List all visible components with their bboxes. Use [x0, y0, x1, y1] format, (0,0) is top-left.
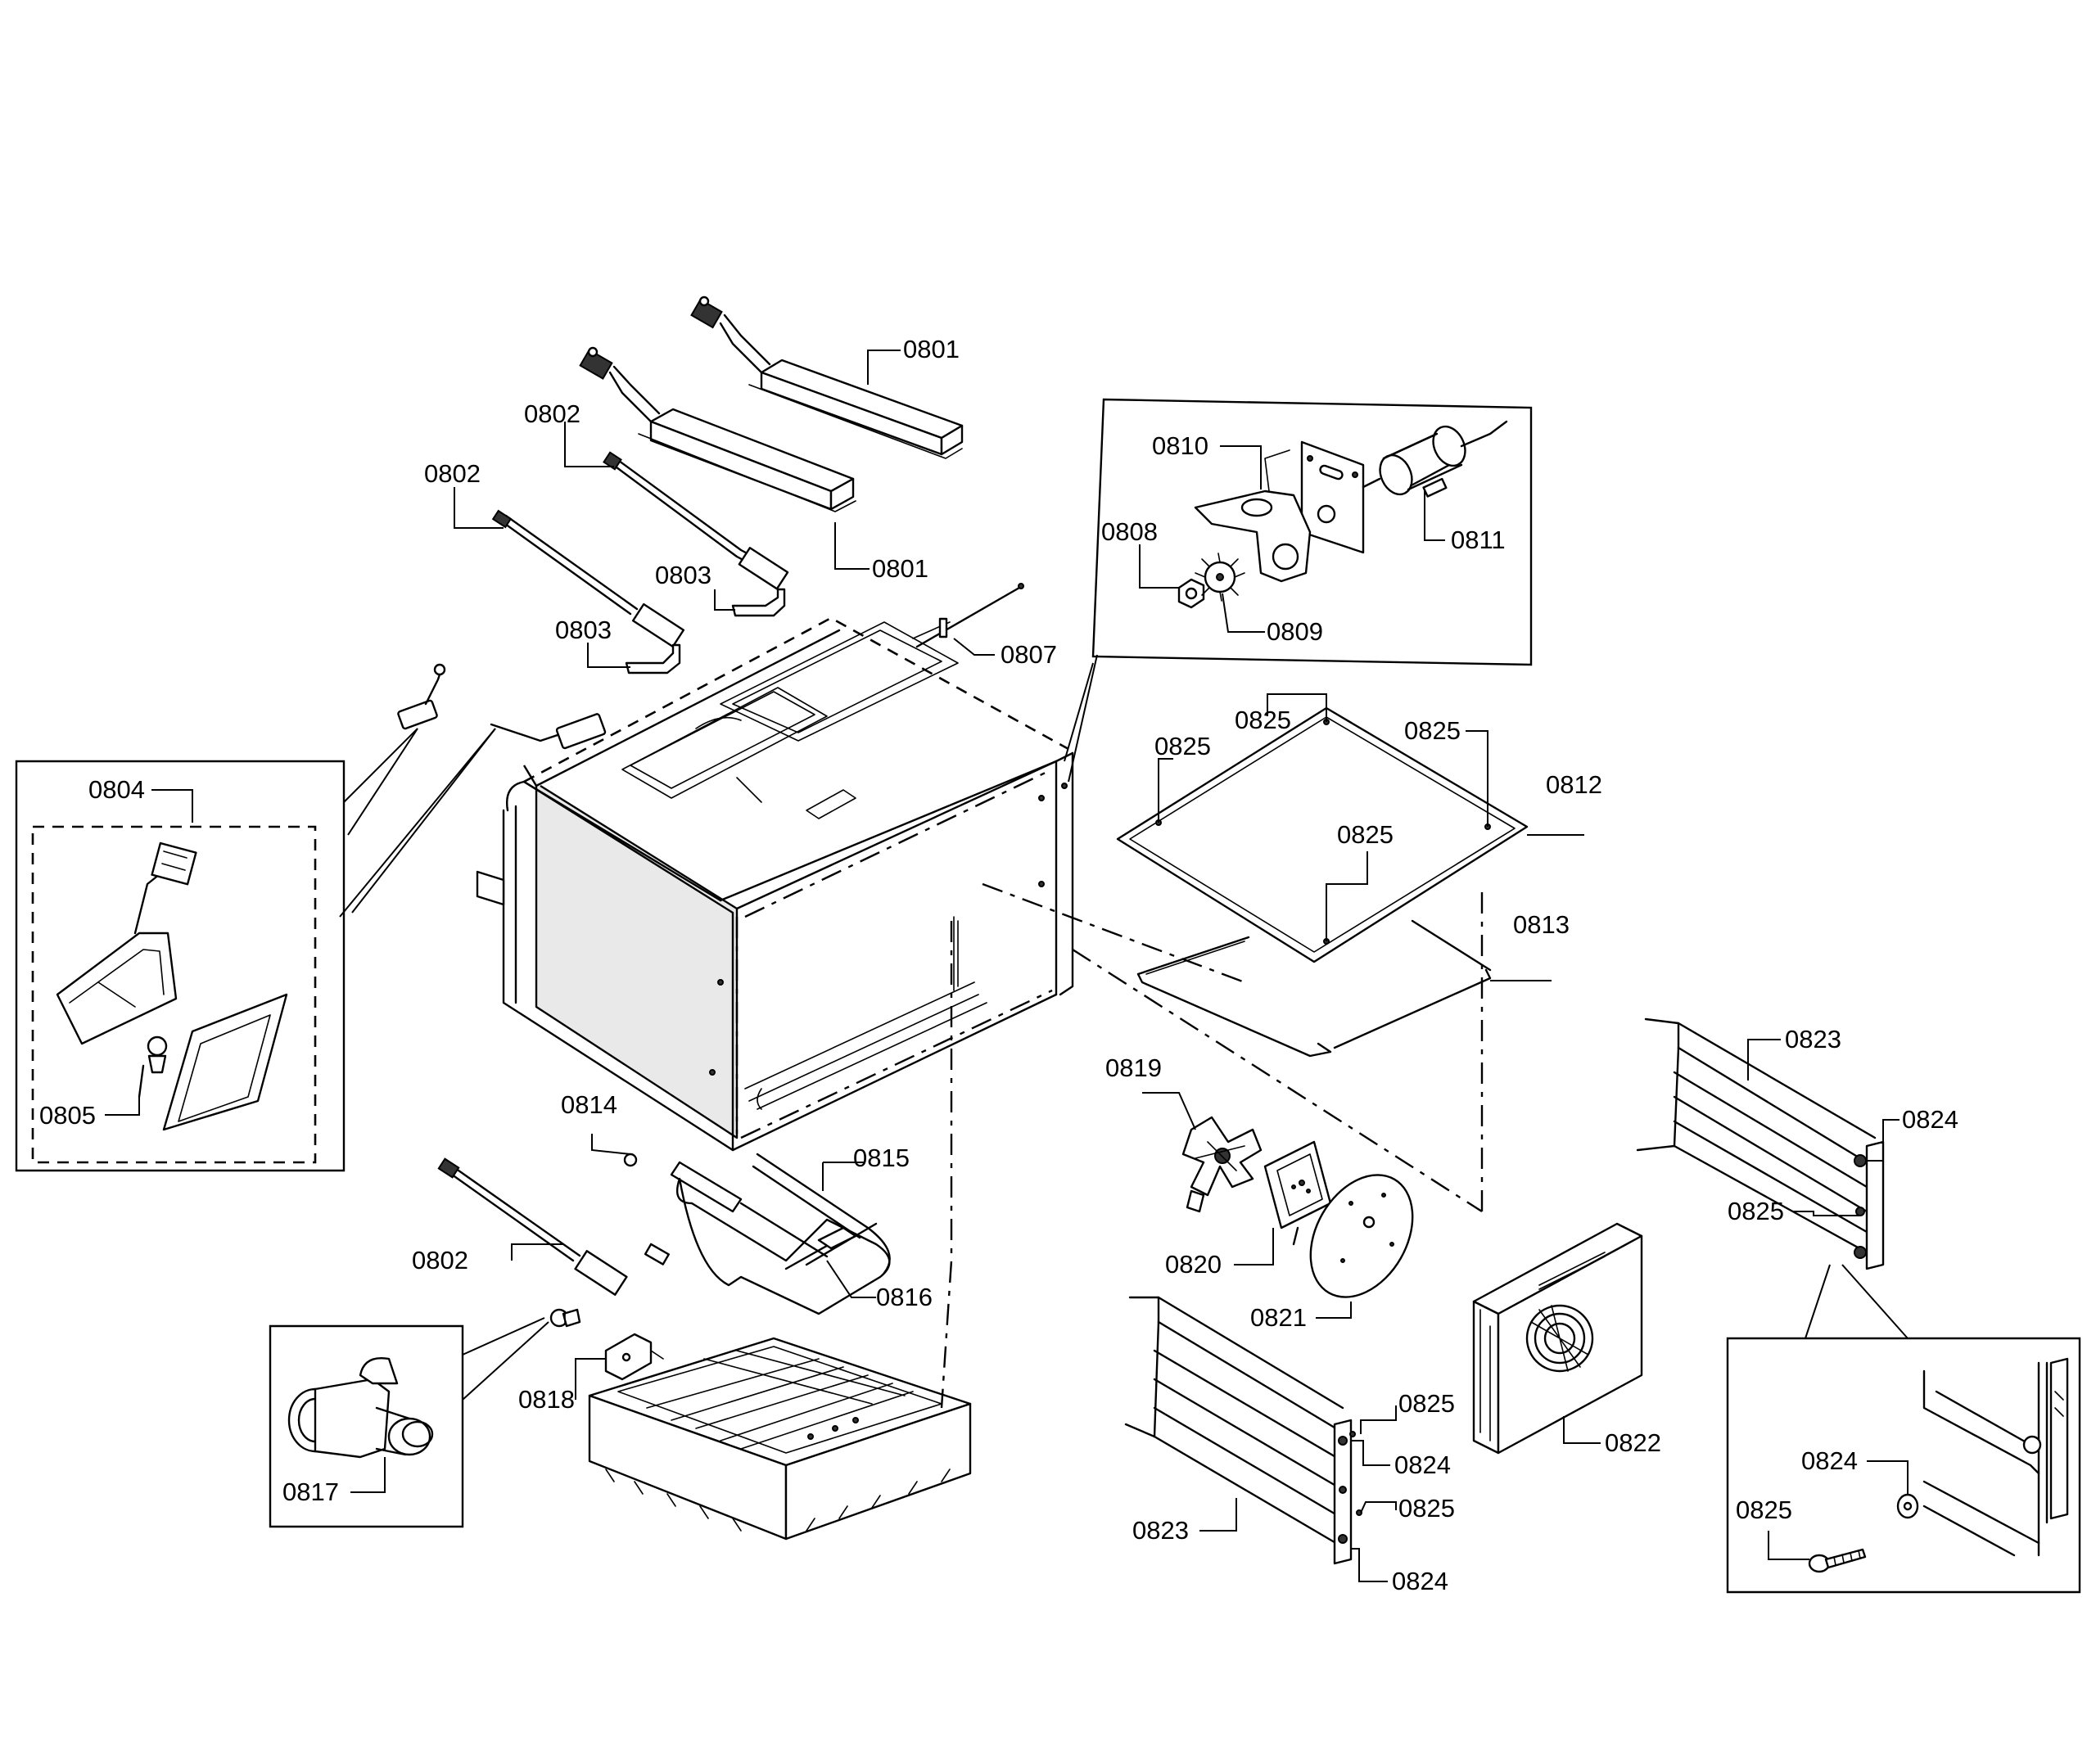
label-0824-left-lower: 0824	[1392, 1567, 1448, 1595]
convection-fan-impeller[interactable]	[1181, 1116, 1263, 1213]
lamp-bulb[interactable]	[138, 1035, 168, 1099]
label-0817: 0817	[282, 1478, 339, 1506]
connector-bracket[interactable]	[604, 1333, 664, 1381]
hex-nut[interactable]	[1177, 578, 1205, 609]
label-0807: 0807	[1001, 640, 1057, 669]
rack-detail-screw[interactable]	[1808, 1548, 1867, 1573]
label-0809: 0809	[1267, 617, 1323, 646]
valve-connector-small[interactable]	[549, 1308, 581, 1328]
label-0825-panel-top: 0825	[1235, 706, 1291, 734]
label-0824-right: 0824	[1902, 1105, 1958, 1134]
rear-panel-gasket[interactable]	[1136, 919, 1492, 1058]
steam-inlet-valve[interactable]	[287, 1357, 434, 1459]
label-0802-lower: 0802	[412, 1246, 468, 1275]
fan-motor[interactable]	[1362, 420, 1508, 500]
label-0822: 0822	[1605, 1428, 1661, 1457]
label-0813: 0813	[1513, 910, 1570, 939]
label-0808: 0808	[1101, 517, 1158, 546]
steam-generator-tube[interactable]	[623, 1153, 891, 1315]
assembly-line-front	[982, 882, 1245, 984]
label-0825-rack-left-lower: 0825	[1398, 1494, 1455, 1523]
label-0824-left-upper: 0824	[1394, 1450, 1451, 1479]
label-0801-upper: 0801	[903, 335, 960, 363]
motor-callout-leader	[1068, 654, 1098, 783]
heating-element-lower[interactable]	[579, 346, 856, 512]
wire-harness-upper[interactable]	[603, 451, 789, 590]
label-0823-right: 0823	[1785, 1025, 1841, 1053]
fan-coupler[interactable]	[1195, 553, 1245, 602]
label-0804: 0804	[88, 775, 145, 804]
label-0810: 0810	[1152, 431, 1208, 460]
motor-mounting-plate[interactable]	[1300, 440, 1365, 554]
label-0812: 0812	[1546, 770, 1602, 799]
label-0815: 0815	[853, 1144, 910, 1172]
callout-box-motor-assembly	[1091, 398, 1533, 666]
callout-box-rack-detail	[1726, 1337, 2081, 1594]
label-0805: 0805	[39, 1101, 96, 1130]
label-0802-upper: 0802	[524, 399, 580, 428]
rack-support-left[interactable]	[1124, 1296, 1362, 1565]
label-0825-panel-left: 0825	[1154, 732, 1211, 760]
lamp-socket-floating[interactable]	[397, 663, 607, 750]
convection-fan-housing[interactable]	[1472, 1222, 1643, 1455]
label-0825-rack-left-upper: 0825	[1398, 1389, 1455, 1418]
assembly-line-diagonal	[1072, 948, 1483, 1213]
label-0814: 0814	[561, 1090, 617, 1119]
lamp-lens-cover[interactable]	[162, 993, 288, 1131]
label-0825-rack-right: 0825	[1728, 1197, 1784, 1225]
bottom-drip-tray[interactable]	[588, 1337, 972, 1541]
temperature-sensor-probe[interactable]	[912, 583, 1024, 648]
label-0802-middle: 0802	[424, 459, 481, 488]
oven-cavity-housing[interactable]	[476, 616, 1074, 1152]
assembly-line-left	[940, 921, 953, 1409]
label-0823-left: 0823	[1132, 1516, 1189, 1545]
callout-box-lamp-assembly	[15, 760, 346, 1172]
label-0825-panel-right: 0825	[1404, 716, 1461, 745]
wire-harness-middle[interactable]	[491, 509, 685, 648]
label-0803-upper: 0803	[655, 561, 711, 589]
heating-element-upper[interactable]	[690, 296, 964, 459]
label-0811: 0811	[1451, 526, 1506, 554]
label-0819: 0819	[1105, 1053, 1162, 1082]
bracket-clip-upper[interactable]	[731, 588, 786, 617]
lamp-housing[interactable]	[56, 841, 197, 1045]
motor-bracket-arm[interactable]	[1194, 449, 1312, 583]
rack-detail-enlarged[interactable]	[1922, 1357, 2069, 1557]
label-0803-lower: 0803	[555, 616, 612, 644]
rack-support-right[interactable]	[1636, 1017, 1885, 1270]
wire-harness-lower[interactable]	[437, 1157, 628, 1296]
callout-box-valve	[269, 1324, 464, 1528]
fan-baffle-disc[interactable]	[1290, 1157, 1433, 1315]
label-0821: 0821	[1250, 1303, 1307, 1332]
label-0825-detail: 0825	[1736, 1496, 1792, 1524]
callout-leaders	[105, 350, 1909, 1582]
label-0820: 0820	[1165, 1250, 1222, 1279]
label-0801-lower: 0801	[872, 554, 928, 583]
bracket-clip-lower[interactable]	[625, 643, 681, 674]
label-0816: 0816	[876, 1283, 933, 1311]
label-0824-detail: 0824	[1801, 1446, 1858, 1475]
label-0818: 0818	[518, 1385, 575, 1414]
label-0825-panel-center: 0825	[1337, 820, 1394, 849]
rack-detail-washer[interactable]	[1896, 1493, 1919, 1519]
